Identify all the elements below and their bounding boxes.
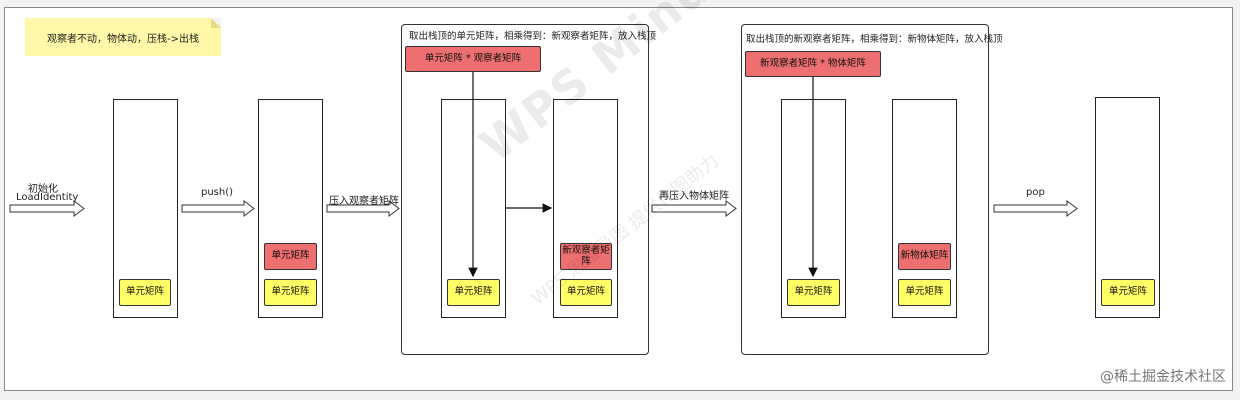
cell-unit-matrix-top: 单元矩阵 [264, 243, 317, 270]
cell-unit-matrix: 单元矩阵 [264, 279, 317, 306]
cell-new-observer-matrix: 新观察者矩阵 [560, 243, 612, 270]
cell-unit-matrix: 单元矩阵 [898, 279, 951, 306]
label-push-object: 再压入物体矩阵 [659, 191, 729, 202]
arrow-init [9, 200, 85, 217]
arrow-push-object [651, 200, 737, 217]
group-object-title: 取出栈顶的新观察者矩阵，相乘得到：新物体矩阵，放入栈顶 [746, 34, 1003, 45]
arrow-push [181, 200, 255, 217]
group-observer-title: 取出栈顶的单元矩阵，相乘得到：新观察者矩阵，放入栈顶 [409, 31, 657, 42]
credit-text: @稀土掘金技术社区 [1100, 369, 1226, 385]
cell-observer-product: 单元矩阵 * 观察者矩阵 [405, 46, 541, 72]
arrow-push-observer [326, 200, 400, 217]
cell-new-object-matrix: 新物体矩阵 [898, 243, 951, 270]
cell-unit-matrix: 单元矩阵 [447, 279, 500, 306]
sticky-note: 观察者不动，物体动，压栈->出栈 [25, 18, 221, 56]
arrow-pop [993, 200, 1078, 217]
label-init: 初始化 [28, 184, 58, 195]
label-push-observer: 压入观察者矩阵 [329, 196, 399, 207]
cell-unit-matrix: 单元矩阵 [119, 279, 171, 306]
label-pop: pop [1026, 187, 1045, 198]
cell-unit-matrix: 单元矩阵 [787, 279, 840, 306]
cell-unit-matrix: 单元矩阵 [560, 279, 612, 306]
cell-unit-matrix: 单元矩阵 [1101, 279, 1155, 306]
cell-object-product: 新观察者矩阵 * 物体矩阵 [745, 51, 881, 77]
label-loadidentity: LoadIdentity [16, 192, 79, 203]
label-push: push() [201, 187, 234, 198]
